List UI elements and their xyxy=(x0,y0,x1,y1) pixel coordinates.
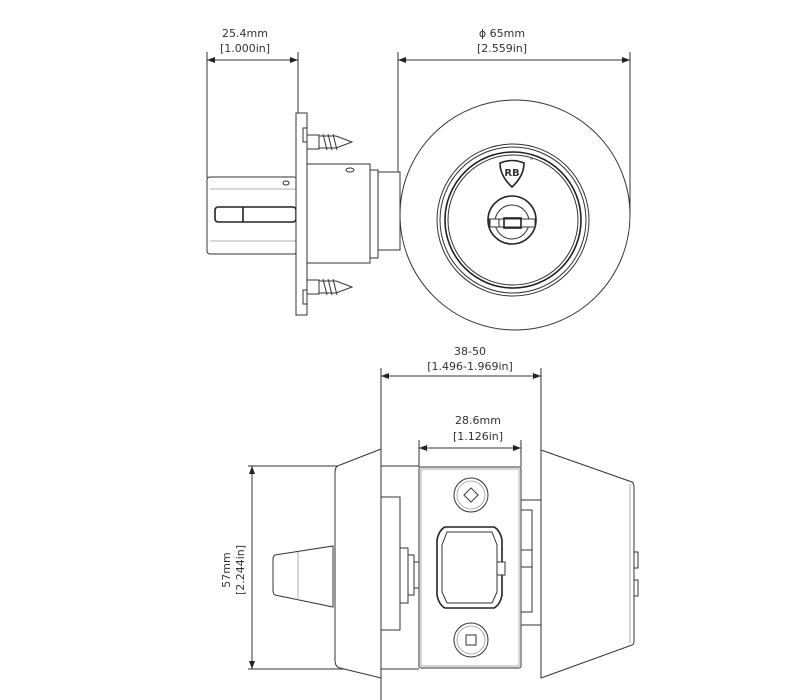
dimension-escutcheon-height: 57mm [2.244in] xyxy=(220,465,419,670)
top-view-deadbolt xyxy=(272,448,639,679)
dimension-backset: 25.4mm [1.000in] xyxy=(206,27,299,178)
svg-text:™: ™ xyxy=(529,158,534,164)
dimension-label-imperial: [2.559in] xyxy=(477,42,527,55)
exterior-escutcheon xyxy=(334,448,382,679)
screw-icon xyxy=(306,133,354,151)
faceplate xyxy=(295,112,308,316)
bolt-housing xyxy=(206,176,298,255)
interior-escutcheon xyxy=(540,449,635,679)
screw-head-icon xyxy=(453,477,489,513)
latch-bolt xyxy=(436,526,503,609)
dimension-faceplate-width: 28.6mm [1.126in] xyxy=(418,414,522,467)
dimension-label-imperial: [2.244in] xyxy=(234,545,247,595)
screw-icon xyxy=(306,278,354,296)
latch-body xyxy=(305,163,371,264)
dimension-label-metric: 57mm xyxy=(220,552,233,587)
dimension-label-imperial: [1.496-1.969in] xyxy=(427,360,513,373)
brand-logo: RB ™ xyxy=(499,158,534,189)
thumb-turn xyxy=(272,545,334,608)
dimension-label-imperial: [1.000in] xyxy=(220,42,270,55)
dimension-label-metric: 25.4mm xyxy=(222,27,268,40)
side-view-deadbolt xyxy=(206,112,401,316)
latch-faceplate xyxy=(418,466,522,669)
front-view-rosette: RB ™ xyxy=(399,99,631,331)
screw-head-icon xyxy=(453,622,489,658)
dimension-label-imperial: [1.126in] xyxy=(453,430,503,443)
dimension-label-metric: 28.6mm xyxy=(455,414,501,427)
dimension-rosette-diameter: ϕ 65mm [2.559in] xyxy=(397,27,631,212)
svg-text:RB: RB xyxy=(504,168,519,179)
keyway-icon xyxy=(503,217,522,229)
key-cylinder xyxy=(487,195,537,245)
dimension-label-metric: ϕ 65mm xyxy=(479,27,525,40)
dimension-label-metric: 38-50 xyxy=(454,345,486,358)
